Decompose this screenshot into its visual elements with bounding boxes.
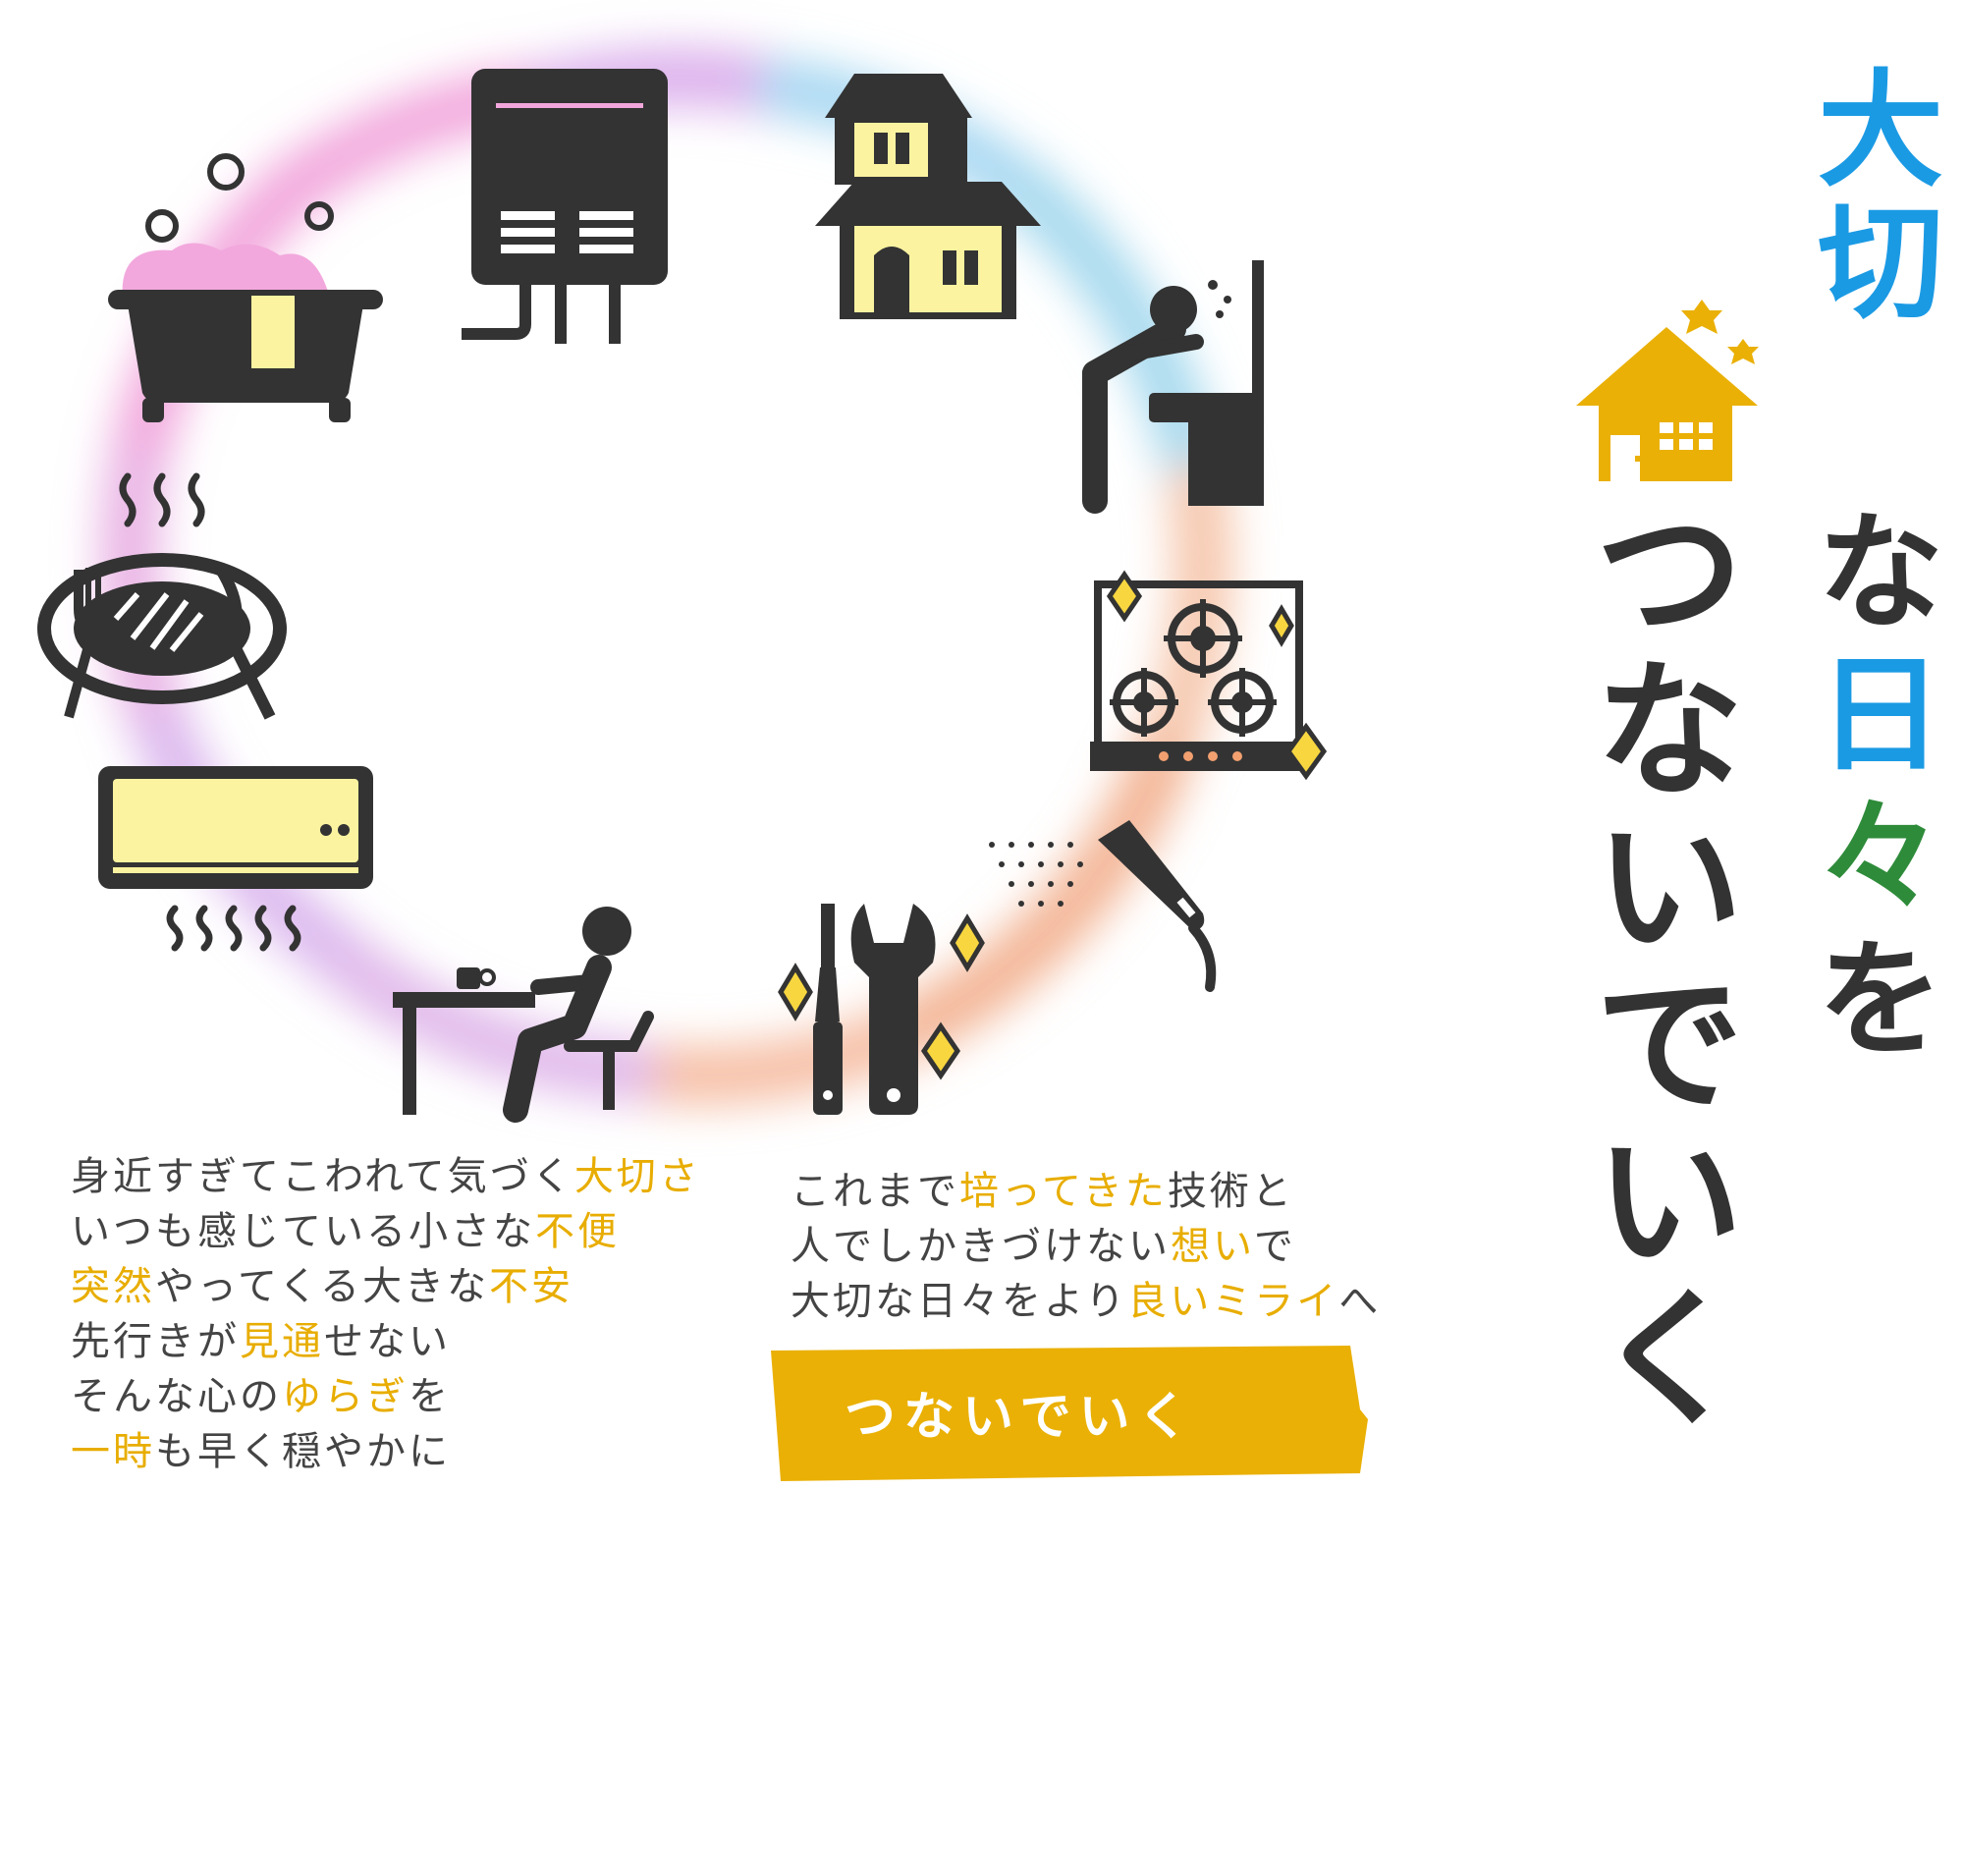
house-logo-icon — [1576, 300, 1759, 481]
house-icon — [815, 74, 1041, 319]
left-paragraph: 身近すぎてこわれて気づく大切さ いつも感じている小さな不便 突然やってくる大きな… — [71, 1149, 758, 1479]
title-char: で — [1595, 961, 1743, 1131]
paragraph-line: そんな心のゆらぎを — [71, 1374, 451, 1419]
shower-head-icon — [989, 820, 1217, 992]
paragraph-line: 一時も早く穏やかに — [71, 1429, 451, 1474]
right-paragraph: これまで培ってきた技術と 人でしかきづけない想いで 大切な日々をより良いミライへ — [791, 1164, 1498, 1329]
water-heater-icon — [462, 69, 668, 344]
tools-icon — [778, 904, 985, 1115]
paragraph-line: 身近すぎてこわれて気づく大切さ — [71, 1154, 701, 1199]
title-char: な — [1817, 500, 1943, 646]
vertical-title-right-column: つ な い で い く — [1581, 501, 1758, 1876]
title-char: 切 — [1817, 191, 1943, 337]
title-char: 大 — [1817, 58, 1943, 204]
title-char: 々 — [1817, 785, 1943, 931]
sitting-person-icon — [393, 907, 654, 1123]
title-char: つ — [1595, 489, 1743, 660]
bathtub-icon — [108, 153, 383, 422]
title-char: い — [1595, 803, 1743, 974]
paragraph-line: 先行きが見通せない — [71, 1319, 451, 1364]
air-conditioner-icon — [98, 766, 373, 952]
title-char: な — [1595, 646, 1743, 817]
button-background — [771, 1346, 1368, 1481]
gas-stove-icon — [1090, 570, 1328, 781]
title-char: く — [1595, 1275, 1743, 1446]
main-illustration — [37, 47, 1759, 1481]
paragraph-line: いつも感じている小さな不便 — [71, 1209, 620, 1254]
title-char: い — [1595, 1118, 1743, 1289]
meal-plate-icon — [37, 472, 287, 720]
button-label: つないでいく — [845, 1388, 1197, 1447]
paragraph-line: 人でしかきづけない想いで — [791, 1224, 1296, 1269]
paragraph-line: これまで培ってきた技術と — [791, 1169, 1294, 1214]
vertical-title-left-column: 大 切 な 日 々 を — [1782, 69, 1959, 1444]
title-char: 日 — [1817, 642, 1943, 789]
washbasin-icon — [1082, 260, 1264, 514]
title-char: を — [1817, 927, 1943, 1074]
paragraph-line: 突然やってくる大きな不安 — [71, 1264, 573, 1309]
paragraph-line: 大切な日々をより良いミライへ — [791, 1279, 1382, 1324]
